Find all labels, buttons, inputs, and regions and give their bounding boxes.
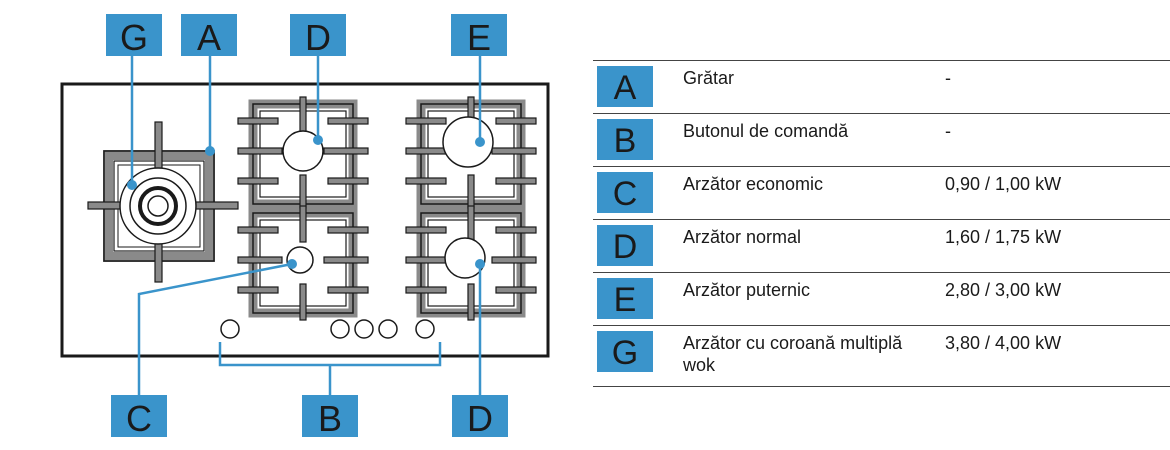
legend-key: C xyxy=(597,172,653,213)
legend-row-e: E Arzător puternic 2,80 / 3,00 kW xyxy=(593,272,1170,325)
legend-name: Butonul de comandă xyxy=(683,121,849,141)
legend-table: A Grătar - B Butonul de comandă - C Arză… xyxy=(593,60,1170,387)
svg-text:G: G xyxy=(120,17,148,58)
svg-text:D: D xyxy=(467,398,493,439)
legend-name: Arzător puternic xyxy=(683,280,811,300)
legend-power: 3,80 / 4,00 kW xyxy=(945,333,1062,353)
svg-text:D: D xyxy=(305,17,331,58)
label-a-top: A xyxy=(181,14,237,58)
legend-row-c: C Arzător economic 0,90 / 1,00 kW xyxy=(593,166,1170,219)
label-c-bottom: C xyxy=(111,395,167,439)
wok-burner xyxy=(87,121,239,283)
hob-diagram: G A D E C B D xyxy=(60,14,550,439)
svg-text:C: C xyxy=(126,398,152,439)
legend-name: Arzător economic xyxy=(683,174,824,194)
legend-power: 1,60 / 1,75 kW xyxy=(945,227,1062,247)
legend-key: B xyxy=(597,119,653,160)
legend-key: E xyxy=(597,278,653,319)
svg-text:A: A xyxy=(197,17,221,58)
hob-outline xyxy=(60,82,550,358)
label-e-top: E xyxy=(451,14,507,58)
legend-row-a: A Grătar - xyxy=(593,60,1170,113)
legend-power: - xyxy=(945,68,951,88)
legend-power: - xyxy=(945,121,951,141)
legend-power: 0,90 / 1,00 kW xyxy=(945,174,1062,194)
legend-name: Arzător cu coroană multiplă wok xyxy=(683,333,903,375)
control-knobs xyxy=(220,319,435,339)
leader-lines xyxy=(130,55,482,395)
legend-row-g: G Arzător cu coroană multiplă wok 3,80 /… xyxy=(593,325,1170,387)
svg-text:E: E xyxy=(467,17,491,58)
legend-row-d: D Arzător normal 1,60 / 1,75 kW xyxy=(593,219,1170,272)
normal-burner-top xyxy=(282,130,324,172)
label-b-bottom: B xyxy=(302,395,358,439)
label-d-bottom: D xyxy=(452,395,508,439)
legend-key: D xyxy=(597,225,653,266)
svg-text:B: B xyxy=(318,398,342,439)
legend-key: A xyxy=(597,66,653,107)
legend-key: G xyxy=(597,331,653,372)
label-d-top: D xyxy=(290,14,346,58)
legend-row-b: B Butonul de comandă - xyxy=(593,113,1170,166)
legend-name: Grătar xyxy=(683,68,735,88)
label-g-top: G xyxy=(106,14,162,58)
normal-burner-bottom xyxy=(444,237,486,279)
legend-power: 2,80 / 3,00 kW xyxy=(945,280,1062,300)
legend-name: Arzător normal xyxy=(683,227,802,247)
power-burner xyxy=(442,116,494,168)
